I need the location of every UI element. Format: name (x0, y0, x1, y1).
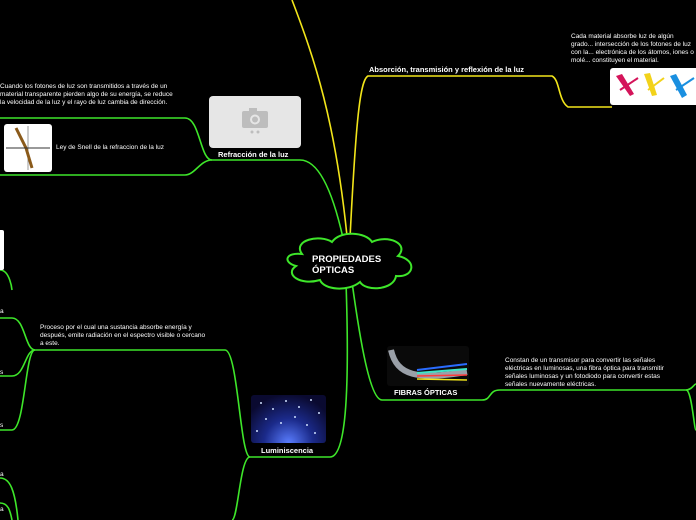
absorcion-description: Cada material absorbe luz de algún grado… (571, 33, 694, 64)
absorcion-image (610, 68, 696, 105)
fibras-image (387, 346, 469, 386)
snell-label[interactable]: Ley de Snell de la refraccion de la luz (56, 144, 165, 151)
refraccion-image (209, 96, 301, 148)
partial-node-image (0, 230, 4, 270)
refraccion-description: Cuando los fotones de luz son transmitid… (0, 83, 173, 106)
snell-image (4, 124, 52, 172)
fibras-description: Constan de un transmisor para convertir … (505, 357, 664, 388)
luminiscencia-image (251, 395, 326, 443)
fragment-text: a (0, 308, 4, 315)
fragment-text: s (0, 369, 4, 376)
central-topic-title: PROPIEDADES ÓPTICAS (312, 254, 382, 276)
fibras-label[interactable]: FIBRAS ÓPTICAS (394, 388, 458, 397)
absorcion-label[interactable]: Absorción, transmisión y reflexión de la… (369, 65, 525, 74)
pencils-icon (616, 73, 695, 98)
fragment-text: s (0, 422, 4, 429)
fiber-cable-icon (388, 349, 468, 381)
fragment-text: a (0, 506, 4, 513)
luminiscencia-description: Proceso por el cual una sustancia absorb… (40, 324, 206, 347)
luminiscencia-label[interactable]: Luminiscencia (261, 446, 314, 455)
fragment-text: a (0, 471, 4, 478)
camera-icon (242, 108, 268, 134)
cloud-shape (286, 232, 413, 290)
fiber-lights-icon (256, 399, 320, 434)
refraccion-label[interactable]: Refracción de la luz (218, 150, 289, 159)
refraction-icon (6, 126, 50, 170)
central-topic[interactable]: PROPIEDADES ÓPTICAS (280, 230, 418, 292)
